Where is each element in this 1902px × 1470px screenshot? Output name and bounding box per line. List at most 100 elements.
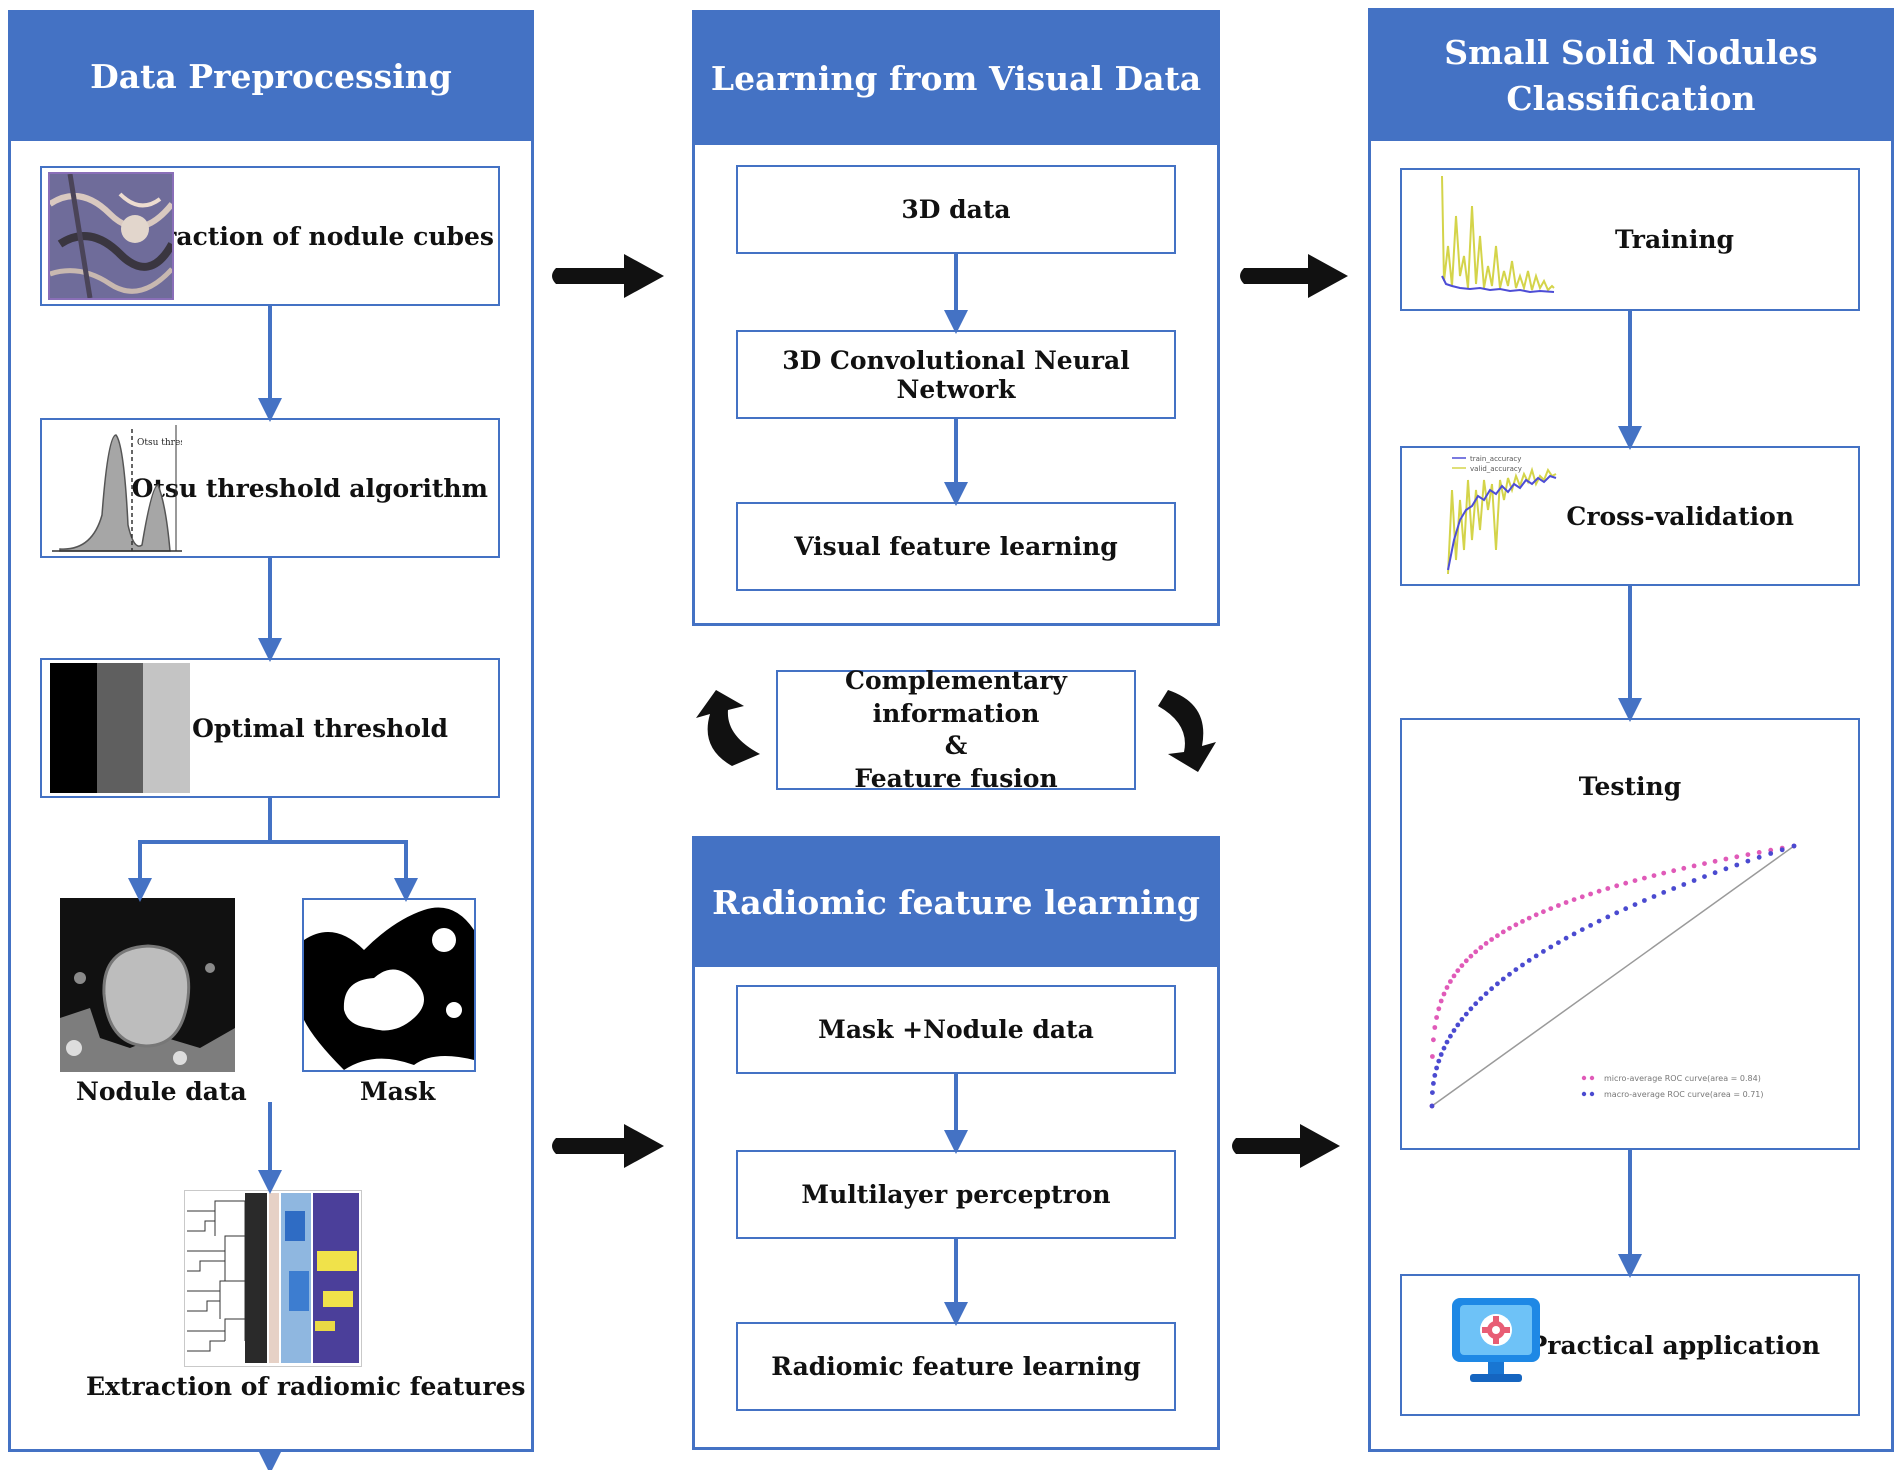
visual-step-label: 3D Convolutional Neural Network [782,345,1130,404]
roc-micro-point [1723,856,1729,862]
radiomic-step-mlp: Multilayer perceptron [736,1150,1176,1239]
roc-macro-point [1430,1090,1435,1095]
roc-legend-micro: micro-average ROC curve(area = 0.84) [1604,1074,1761,1083]
roc-macro-point [1513,967,1519,972]
radiomic-extraction-label: Extraction of radiomic features [86,1372,526,1401]
training-label: Training [1615,225,1734,254]
roc-macro-point [1483,991,1489,996]
roc-macro-point [1723,866,1729,872]
roc-macro-point [1500,976,1506,982]
roc-micro-point [1434,1015,1439,1020]
roc-macro-point [1563,935,1569,941]
roc-micro-point [1541,909,1546,915]
roc-micro-point [1605,886,1611,891]
panel-header: Data Preprocessing [11,13,531,141]
roc-micro-point [1734,854,1740,860]
otsu-histogram-plot: Otsu threshold [52,425,205,553]
visual-step-label: Visual feature learning [794,532,1118,561]
optimal-threshold-label: Optimal threshold [192,713,448,743]
roc-micro-point [1745,852,1751,857]
roc-macro-point [1745,858,1751,864]
roc-macro-point [1605,914,1611,920]
panel-header: Radiomic feature learning [695,839,1217,967]
level-black-swatch [50,663,97,793]
fusion-line-1: Complementary information [845,666,1067,728]
roc-micro-point [1556,903,1561,908]
roc-micro-point [1533,912,1539,918]
fusion-line-2: & [944,731,968,760]
roc-micro-point [1623,880,1629,886]
roc-macro-point [1432,1073,1438,1078]
cross-validation-box: Cross-validation [1400,446,1860,586]
radiomic-step-label: Mask +Nodule data [818,1015,1094,1044]
roc-macro-point [1455,1022,1461,1028]
roc-micro-point [1642,875,1647,881]
mask-image [302,898,476,1072]
roc-legend-macro-marker [1589,1091,1595,1097]
roc-micro-point [1451,973,1457,979]
roc-macro-point [1691,878,1697,883]
big-arrow-icon [552,254,664,298]
training-box: Training [1400,168,1860,311]
roc-micro-point [1436,1006,1442,1012]
roc-micro-point [1455,968,1461,973]
roc-micro-point [1444,985,1450,990]
panel-title: Data Preprocessing [90,56,452,96]
roc-macro-point [1434,1065,1439,1071]
roc-macro-point [1468,1006,1474,1012]
roc-macro-point [1614,910,1620,916]
roc-macro-point [1571,931,1577,937]
panel-title: Small Solid Nodules Classification [1444,32,1818,118]
roc-macro-point [1712,870,1718,876]
roc-micro-point [1520,919,1525,924]
roc-micro-point [1548,906,1554,911]
big-arrow-icon [552,1124,664,1168]
roc-macro-point [1444,1039,1450,1045]
roc-macro-point [1632,902,1638,907]
roc-micro-point [1579,894,1585,900]
roc-macro-point [1448,1033,1453,1039]
nodule-data-image [60,898,235,1072]
roc-micro-point [1478,945,1484,950]
roc-macro-point [1756,854,1762,860]
roc-legend-macro: macro-average ROC curve(area = 0.71) [1604,1090,1764,1099]
roc-micro-series [1429,843,1797,1109]
roc-macro-point [1478,996,1484,1001]
roc-macro-point [1556,940,1561,945]
roc-curve-svg: micro-average ROC curve(area = 0.84) mac… [1429,843,1797,1109]
roc-macro-point [1768,851,1774,856]
roc-micro-point [1483,941,1489,946]
roc-micro-point [1588,891,1593,897]
visual-step-feature-learning: Visual feature learning [736,502,1176,591]
roc-micro-point [1596,888,1602,894]
roc-micro-point [1468,953,1474,959]
radiomic-step-mask-nodule: Mask +Nodule data [736,985,1176,1074]
roc-micro-point [1651,873,1657,878]
big-arrow-icon [1232,1124,1340,1168]
cv-legend-valid: valid_accuracy [1470,465,1522,473]
roc-micro-point [1507,925,1512,931]
roc-macro-point [1463,1011,1469,1017]
roc-micro-point [1500,929,1506,935]
curved-arrow-down-right-icon [1158,690,1216,772]
practical-application-label: Practical application [1528,1330,1820,1360]
radiomic-step-label: Radiomic feature learning [771,1352,1141,1381]
roc-macro-point [1671,886,1677,891]
roc-macro-point [1661,890,1667,895]
roc-macro-point [1436,1058,1442,1064]
cv-legend-train: train_accuracy [1470,455,1521,463]
roc-micro-point [1768,847,1774,853]
roc-macro-point [1526,958,1532,963]
roc-curve-plot: micro-average ROC curve(area = 0.84) mac… [1424,840,1800,1110]
extraction-nodule-cubes-label: Extraction of nodule cubes [117,221,494,251]
roc-micro-point [1438,998,1444,1004]
roc-macro-point [1642,898,1647,903]
roc-macro-point [1702,874,1707,879]
roc-micro-point [1526,915,1532,921]
roc-micro-point [1756,850,1762,855]
otsu-plot-label: Otsu threshold [137,438,182,448]
roc-micro-point [1495,933,1500,939]
roc-macro-point [1541,949,1546,954]
panel-title: Radiomic feature learning [712,882,1200,922]
roc-macro-point [1429,1103,1435,1109]
